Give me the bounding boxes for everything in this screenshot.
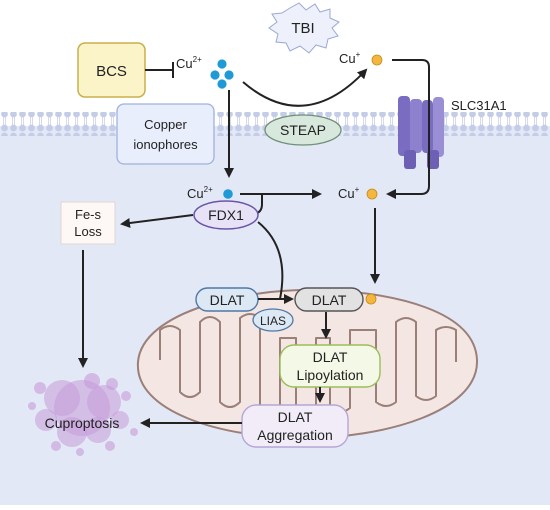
dlat-lipoylation-label-line2: Lipoylation — [297, 367, 364, 383]
steap-ellipse — [264, 114, 342, 146]
cu1-mid-label: Cu+ — [338, 185, 360, 201]
dlat-aggregation-label-line2: Aggregation — [257, 427, 333, 443]
copper-ionophores-label-line2: ionophores — [133, 137, 198, 152]
dlat-lipoylation-box — [279, 344, 381, 388]
tbi-burst: TBI — [268, 2, 340, 54]
cuproptosis-cell — [28, 373, 138, 456]
fes-loss-label-line2: Loss — [74, 224, 102, 239]
cu1-top-dot — [371, 54, 383, 66]
dlat-bound-cu1-dot — [365, 293, 377, 305]
fdx1-ellipse — [193, 200, 259, 230]
bcs-label: BCS — [96, 63, 127, 80]
lias-ellipse — [252, 308, 294, 332]
slc31a1-transporter — [398, 96, 444, 169]
reduction-arrow — [242, 68, 368, 107]
cu2-top-label: Cu2+ — [176, 55, 202, 71]
cu1-top-label: Cu+ — [339, 50, 361, 66]
cu2-cluster-top — [210, 59, 234, 89]
copper-ionophores-label-line1: Copper — [144, 117, 187, 132]
cu1-mid-dot — [366, 188, 378, 200]
cu2-mid-dot — [223, 189, 233, 199]
cuproptosis-label: Cuproptosis — [45, 415, 120, 431]
fdx1-to-fes-arrow — [120, 214, 194, 228]
dlat-lipoylation-label-line1: DLAT — [313, 349, 348, 365]
cu2-mid-label: Cu2+ — [187, 185, 213, 201]
transport-arrow — [386, 59, 430, 199]
dlat-left-label: DLAT — [210, 292, 245, 308]
copper-ionophores-box — [116, 103, 215, 165]
dlat-aggregation-box — [241, 404, 349, 448]
dlat-right-pill — [294, 287, 364, 312]
dlat-right-label: DLAT — [312, 292, 347, 308]
tbi-label: TBI — [291, 20, 314, 37]
fdx1-label: FDX1 — [208, 207, 244, 223]
fes-loss-label-line1: Fe-s — [75, 207, 102, 222]
steap-label: STEAP — [280, 122, 326, 138]
fdx1-to-dlat-arrow — [257, 221, 284, 300]
slc31a1-label: SLC31A1 — [451, 98, 507, 113]
dlat-aggregation-label-line1: DLAT — [278, 409, 313, 425]
fes-loss-box — [60, 201, 116, 245]
lias-label: LIAS — [260, 314, 286, 328]
